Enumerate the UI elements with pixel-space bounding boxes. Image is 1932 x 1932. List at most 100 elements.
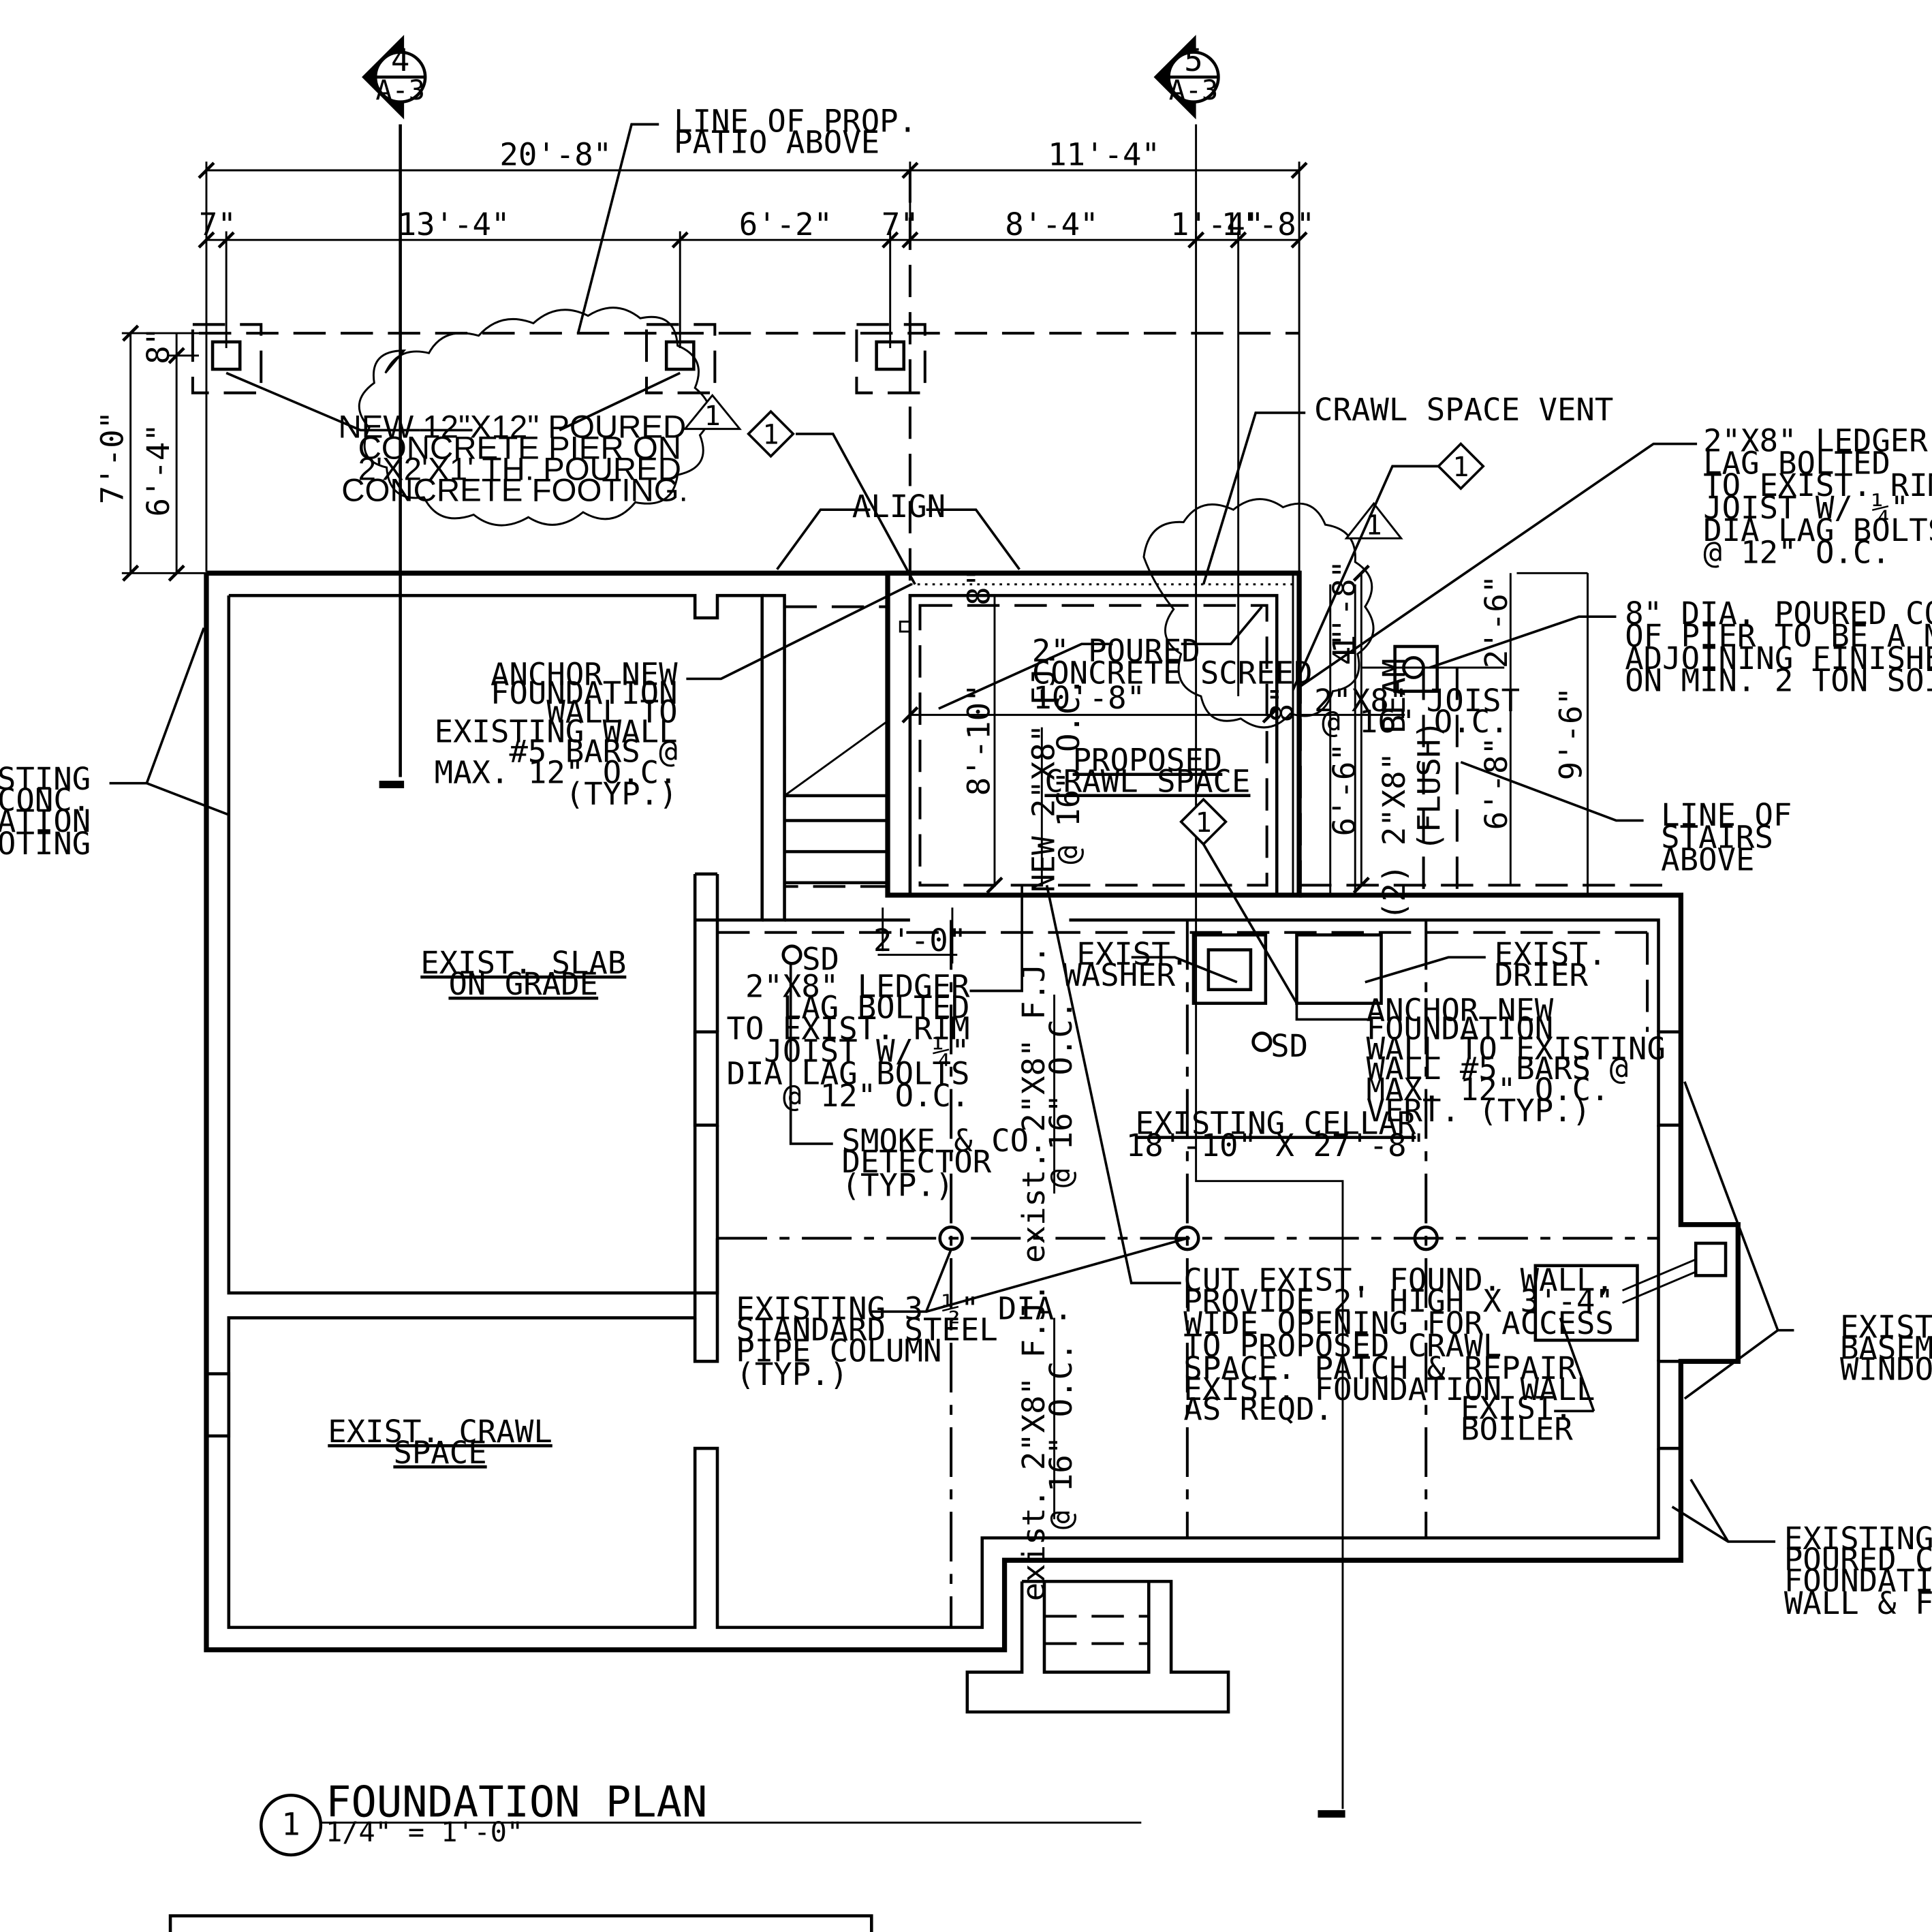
revision-triangle-2[interactable]: 1 [1344,501,1403,542]
note-anchor-l-line5: #5 BARS @ [509,734,677,770]
note-ledger-tr-line2: LAG BOLTED [1703,445,1890,481]
revision-cloud-piers [358,307,711,527]
dim-1-4: 1'-4" [1170,206,1264,243]
exist-boiler[interactable] [1533,1241,1728,1342]
note-exwall-r-line1: EXISTING [1784,1521,1932,1557]
note-screed: 2" POURED CONCRETE SCREED [1032,633,1313,691]
proposed-crawl-space[interactable] [885,570,1302,898]
note-proposed-line1: PROPOSED [1073,742,1223,778]
note-anchor-l-line4: EXISTING WALL [435,714,678,750]
note-screed-line2: CONCRETE SCREED [1032,655,1313,691]
section-marker-4-number: 4 [391,42,409,78]
note-new-fj-line2: @ 16" O.C. [1050,677,1087,864]
note-crawl-space-vent: CRAWL SPACE VENT [1314,392,1613,428]
bottom-border-box [168,1914,873,1932]
section-marker-4-sheet: A-3 [375,75,424,106]
note-column-line1: EXISTING 3 ½" DIA. [736,1290,1072,1326]
note-ledger-tr-line3: TO EXIST. RIM [1703,467,1932,503]
interior-stairs [783,605,890,888]
label-exist-washer: EXIST. WASHER [1063,936,1189,993]
note-ledger-c-line5: DIA LAG BOLTS [726,1055,969,1091]
note-windows-line2: BASEMENT [1840,1330,1932,1367]
label-cellar-line2: 18'-10" X 27'-8" [1126,1127,1425,1164]
note-pier-line2: CONCRETE PIER ON [358,430,681,466]
note-anchor-l-line1: ANCHOR NEW [490,657,678,693]
dim-1-8: 1'-8" [1221,206,1315,243]
label-slab-line1: EXIST. SLAB [420,945,626,981]
note-cut-opening: CUT EXIST. FOUND. WALL, PROVIDE 2' HIGH … [1183,1262,1614,1427]
revision-triangle-2-label: 1 [1366,510,1382,542]
note-patio-line1: LINE OF PROP. [674,103,917,139]
label-exist-crawl: EXIST. CRAWL SPACE [328,1414,552,1471]
note-joist-line1: 2"X8" JOIST [1314,683,1520,719]
smoke-detector-2[interactable]: SD [1251,1028,1308,1064]
revision-triangle-1[interactable]: 1 [683,394,742,432]
revision-diamond-2[interactable]: 1 [1436,441,1485,490]
label-exist-boiler: EXIST. BOILER [1461,1390,1573,1447]
note-anchor-l-line6: MAX. 12" O.C. [435,755,678,791]
note-new-fj-line1: NEW 2"X8" FJ. [1026,649,1062,892]
note-proposed-crawl: PROPOSED CRAWL SPACE [1044,742,1250,799]
new-pier-1[interactable] [191,323,263,394]
exist-drier[interactable] [1295,933,1383,1006]
label-washer-line2: WASHER [1063,957,1175,993]
note-exist-fj-lower: exist. 2"X8" F.J. @ 16" O.C. [1016,1283,1079,1602]
note-ledger-tr-line6: @ 12" O.C. [1703,535,1890,571]
leader-lines [109,123,1794,1543]
dim-6-8: 6'-8" [1478,736,1514,830]
section-cut-end-4 [379,781,405,789]
section-marker-5[interactable]: 5 A-3 [1153,35,1220,120]
dim-8-10: 8'-10" [961,683,997,796]
note-column-line2: STANDARD STEEL [736,1311,997,1347]
revision-diamond-1-label: 1 [762,420,779,451]
note-exwall-l-line4: . & FOOTING [0,826,91,862]
note-anchor-r-line3: WALL TO EXISTING [1367,1031,1666,1067]
note-stairs-line2: STAIRS [1661,820,1773,856]
bulkhead-entry [965,1580,1230,1714]
top-dimension-string: 20'-8" 11'-4" 7" 13'-4" 6'-2" 7" 8'-4" 1… [198,137,1315,696]
note-windows-line1: EXISTING [1840,1309,1932,1345]
note-patio: LINE OF PROP. PATIO ABOVE [674,103,917,160]
note-column-line4: (TYP.) [736,1356,848,1392]
revision-diamond-3[interactable]: 1 [1179,797,1228,846]
note-new-pier: NEW 12"X12" POURED CONCRETE PIER ON 2'X2… [338,409,687,508]
note-pier-line4: CONCRETE FOOTING. [341,472,688,508]
note-exfj2-line2: @ 16" O.C. [1043,1343,1079,1530]
revision-diamond-3-label: 1 [1195,807,1211,839]
label-existing-cellar: EXISTING CELLAR 18'-10" X 27'-8" [1126,1105,1425,1164]
dim-8in-c: 8" [1264,685,1300,722]
note-ledger-c-line2: LAG BOLTED [783,990,970,1026]
new-pier-3[interactable] [855,323,926,394]
note-align: ALIGN [852,488,946,525]
dim-8in: 8" [140,327,176,364]
note-smoke-detector: SMOKE & CO. DETECTOR (TYP.) [842,1123,1048,1204]
section-cut-line-5 [1195,124,1344,1809]
left-dimension-string: 8" 7'-0" 6'-4" [95,324,206,582]
note-exwall-l-line3: FOUNDATION [0,803,91,839]
label-washer-line1: EXIST. [1076,936,1189,972]
note-anchor-l-line3: WALL TO [546,694,677,730]
note-stairs-line1: LINE OF [1661,797,1792,833]
note-basement-windows: EXISTING BASEMENT WINDOWS [1840,1309,1932,1388]
label-crawl-line1: EXIST. CRAWL [328,1414,552,1450]
note-ledger-c-line3: TO EXIST. RIM [726,1011,969,1047]
note-ledger-tr-line4: JOIST W/ ¼" [1703,490,1909,526]
note-exfj-line1: exist. 2"X8" F.J. [1016,945,1052,1263]
note-existing-wall-left: EXISTING URED CONC. FOUNDATION . & FOOTI… [0,761,91,862]
existing-foundation-walls [204,570,1741,1653]
label-crawl-line2: SPACE [393,1435,486,1471]
note-ledger-tr-line1: 2"X8" LEDGER [1703,422,1928,458]
note-pier8-line3: ADJOINING FINISHED GRADE AND BEAR [1625,640,1932,676]
drawing-number: 1 [281,1807,300,1843]
section-marker-4[interactable]: 4 A-3 [362,35,427,120]
note-smoke-line3: (TYP.) [842,1168,954,1204]
note-anchor-r-line1: ANCHOR NEW [1367,992,1554,1028]
revision-diamond-1[interactable]: 1 [747,409,795,458]
note-windows-line3: WINDOWS [1840,1352,1932,1388]
smoke-detector-2-label: SD [1271,1028,1308,1064]
label-exist-slab: EXIST. SLAB ON GRADE [420,945,626,1002]
dim-6-6: 6'-6" [1326,743,1362,836]
note-8in-pier: 8" DIA. POURED CONC. PIER, BOTTOM OF PIE… [1625,595,1932,699]
label-drier-line2: DRIER [1495,957,1589,993]
dim-9-6: 9'-6" [1553,687,1589,780]
